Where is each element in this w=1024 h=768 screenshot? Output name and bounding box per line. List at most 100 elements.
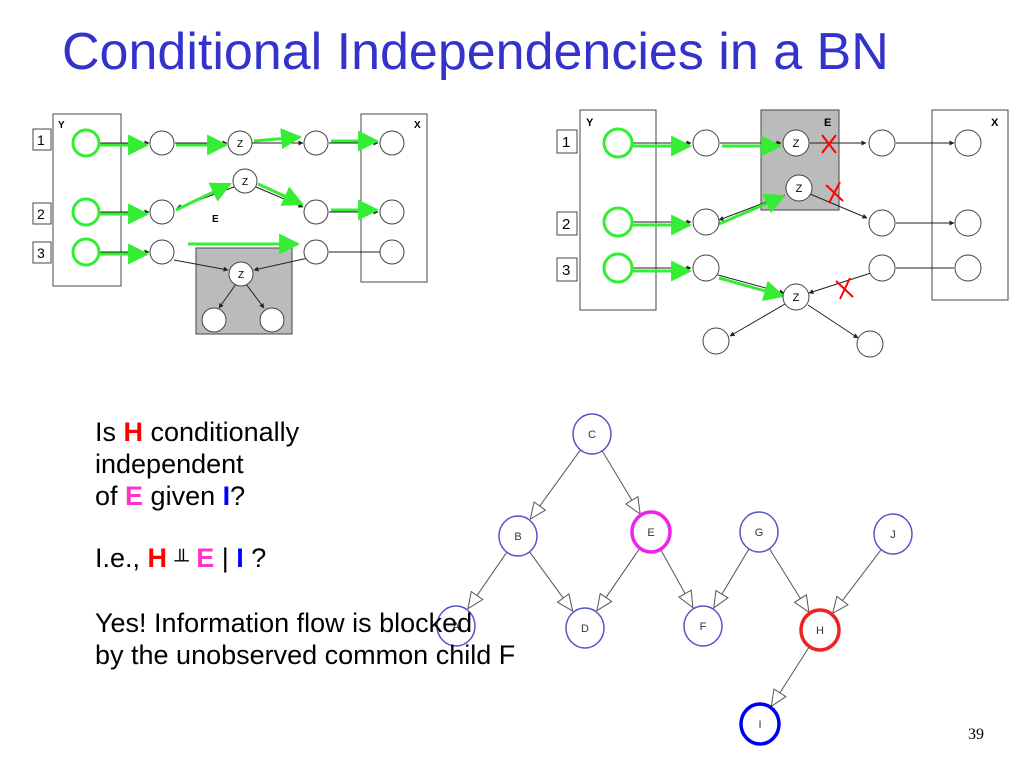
bn-edge-g-h [769, 548, 810, 614]
left-x-label: X [414, 120, 421, 131]
right-node-r1-b [868, 129, 896, 157]
right-x-label: X [991, 117, 999, 129]
right-z-label-1: Z [793, 138, 800, 150]
question-line-1: Is H conditionally [95, 417, 300, 447]
independence-symbol: ╨ [174, 550, 189, 572]
left-y-box [52, 113, 122, 287]
right-row-label-box-2 [556, 211, 578, 236]
bn-node-label-f: F [700, 621, 707, 633]
right-node-x3 [954, 254, 982, 282]
right-blocked-cross-3 [835, 277, 854, 300]
left-node-y3 [71, 237, 101, 267]
bn-node-f: F [683, 605, 723, 647]
bn-node-g: G [739, 511, 779, 553]
right-node-r2-b [868, 209, 896, 237]
bn-node-i: I [739, 702, 781, 746]
var-i: I [222, 481, 231, 511]
left-row-label-3: 3 [37, 245, 45, 261]
left-node-child-b [259, 307, 285, 333]
right-node-r2-a [692, 208, 720, 236]
right-row-label-box-1 [556, 129, 578, 154]
answer: Yes! Information flow is blocked by the … [95, 607, 515, 671]
right-y-label: Y [586, 117, 594, 129]
left-node-child-a [201, 307, 227, 333]
var-e: E [125, 481, 144, 511]
right-node-z1 [782, 129, 810, 157]
bn-node-label-a: A [452, 621, 460, 633]
right-node-x1 [954, 129, 982, 157]
answer-line-2: by the unobserved common child F [95, 640, 516, 670]
bn-node-b: B [498, 515, 538, 557]
slide-title: Conditional Independencies in a BN [62, 23, 889, 81]
left-node-r1-a [149, 130, 175, 156]
bn-edge-j-h [831, 549, 882, 615]
right-node-r1-a [692, 129, 720, 157]
left-e-label: E [212, 214, 219, 225]
bn-node-e: E [630, 510, 672, 554]
right-row-label-2: 2 [562, 216, 570, 233]
question-line-2: independent [95, 449, 244, 479]
left-row-label-box-3 [32, 241, 52, 264]
right-node-z2 [785, 174, 813, 202]
left-y-label: Y [58, 120, 65, 131]
bn-edge-e-d [596, 548, 641, 612]
right-node-z3 [782, 283, 810, 311]
right-node-r3-a [692, 254, 720, 282]
bn-edge-b-d [529, 551, 574, 613]
left-node-z3 [228, 261, 254, 287]
bn-edge-b-a [467, 552, 508, 610]
left-node-r3-a [149, 239, 175, 265]
right-blocked-cross-2 [825, 181, 844, 204]
left-node-x3 [379, 239, 405, 265]
ie-line: I.e., H ╨ E | I ? [95, 543, 267, 573]
right-row-label-box-3 [556, 257, 578, 282]
bn-node-label-c: C [588, 429, 596, 441]
left-node-x2 [379, 199, 405, 225]
left-z-label-1: Z [237, 139, 243, 150]
bn-node-label-h: H [816, 625, 824, 637]
left-node-z2 [232, 168, 258, 194]
bn-node-h: H [799, 608, 841, 652]
right-node-r3-b [868, 254, 896, 282]
right-node-x2 [954, 209, 982, 237]
right-node-y3 [602, 252, 634, 284]
left-node-r1-b [303, 130, 329, 156]
bn-node-d: D [565, 607, 605, 649]
bn-edge-h-i [770, 646, 810, 708]
bn-edge-c-e [601, 450, 641, 516]
bn-edge-c-b [529, 449, 581, 521]
bn-node-a: A [436, 605, 476, 647]
bn-edge-g-f [713, 548, 750, 610]
left-node-x1 [379, 130, 405, 156]
right-node-y2 [602, 206, 634, 238]
right-x-box [931, 109, 1009, 301]
right-row-label-3: 3 [562, 262, 570, 279]
right-z-label-3: Z [793, 292, 800, 304]
left-node-z1 [227, 130, 253, 156]
question-text: Is H conditionally independent of E give… [95, 416, 515, 671]
right-node-child-b [856, 330, 884, 358]
right-row-label-1: 1 [562, 134, 570, 151]
bn-node-c: C [572, 413, 612, 455]
right-z-label-2: Z [796, 183, 803, 195]
right-y-box [579, 109, 657, 311]
answer-line-1: Yes! Information flow is blocked [95, 608, 473, 638]
left-x-box [360, 113, 428, 283]
bn-node-label-e: E [647, 527, 654, 539]
right-node-y1 [602, 127, 634, 159]
left-node-r2-a [149, 199, 175, 225]
right-node-child-a [702, 327, 730, 355]
question-line-3: of E given I? [95, 481, 246, 511]
bn-node-label-g: G [755, 527, 764, 539]
left-row-label-box-2 [32, 202, 52, 225]
var-h: H [123, 417, 144, 447]
left-node-r3-b [303, 239, 329, 265]
bn-node-label-i: I [758, 719, 761, 731]
left-z-label-2: Z [242, 177, 248, 188]
left-row-label-box-1 [32, 128, 52, 151]
left-z-label-3: Z [238, 270, 244, 281]
left-node-y2 [71, 197, 101, 227]
